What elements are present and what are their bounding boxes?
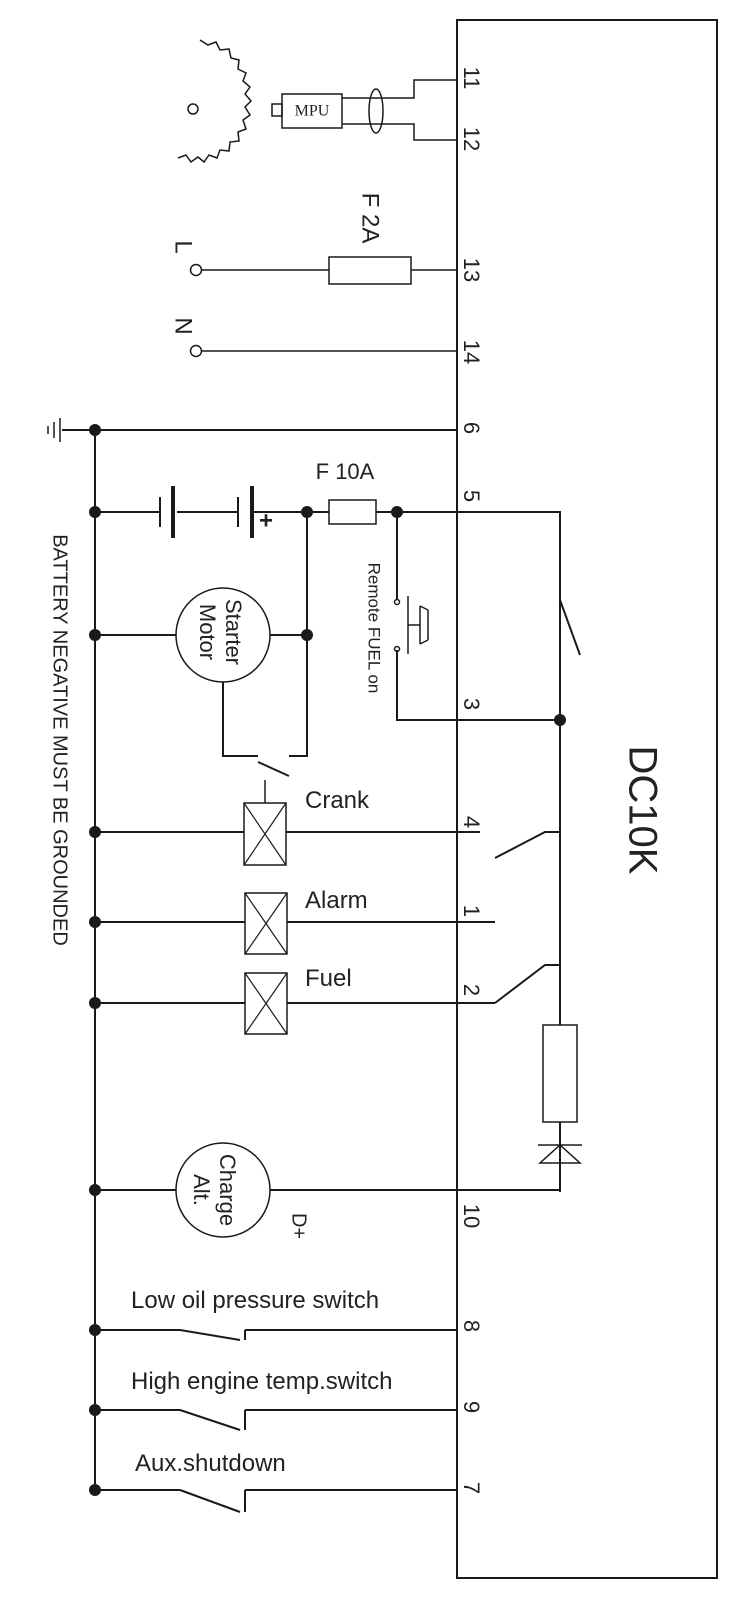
high-temp-label: High engine temp.switch: [131, 1368, 392, 1395]
remote-fuel-wire: [396, 512, 560, 721]
battery-plus-label: +: [259, 507, 273, 534]
charge-alternator-icon: [175, 1142, 271, 1238]
shutdown-inputs: Low oil pressure switch High engine temp…: [95, 1287, 457, 1513]
junction-dot: [89, 506, 101, 518]
remote-fuel-label: Remote FUEL on: [365, 563, 384, 694]
neutral-label: N: [170, 317, 197, 334]
fuse-f2a-icon: [328, 256, 412, 285]
fuse-f10a-label: F 10A: [316, 459, 375, 484]
terminal-labels: 11 12 13 14 6 5 3 4 1 2 10 8 9 7: [459, 67, 484, 1495]
junction-dot: [89, 629, 101, 641]
alarm-label: Alarm: [305, 887, 368, 914]
fuel-output-contact: [494, 964, 560, 1004]
junction-dot: [554, 714, 566, 726]
starter-label-2: Motor: [195, 604, 220, 660]
junction-dot: [89, 1404, 101, 1416]
terminal-13: 13: [459, 258, 484, 282]
relay-outputs: Crank Alarm Fuel: [95, 787, 495, 1035]
junction-dot: [89, 997, 101, 1009]
junction-dot: [391, 506, 403, 518]
internal-wiring: [494, 599, 582, 1192]
starter-section: Starter Motor: [95, 512, 308, 803]
terminal-10: 10: [459, 1204, 484, 1228]
junction-dot: [89, 1484, 101, 1496]
junction-dot: [89, 1324, 101, 1336]
ground-note: BATTERY NEGATIVE MUST BE GROUNDED: [49, 534, 71, 946]
fuel-relay-coil-icon: [244, 972, 288, 1035]
junction-dot: [301, 506, 313, 518]
junction-dot: [89, 916, 101, 928]
alarm-relay-coil-icon: [244, 892, 288, 955]
mpu-wire-12: [342, 123, 457, 141]
charge-alt-section: Charge Alt. D+: [95, 1142, 560, 1239]
battery-icon: [159, 486, 254, 538]
junction-dot: [89, 826, 101, 838]
terminal-14: 14: [459, 340, 484, 364]
low-oil-switch: [179, 1329, 246, 1341]
terminal-11: 11: [459, 67, 484, 90]
ac-input-section: F 2A L N: [170, 193, 457, 358]
terminal-3: 3: [459, 698, 484, 710]
internal-resistor-icon: [542, 1024, 578, 1123]
mpu-wire-11: [342, 79, 457, 99]
terminal-2: 2: [459, 984, 484, 996]
flywheel-hub-icon: [187, 103, 199, 115]
aux-switch: [179, 1489, 246, 1513]
mpu-section: MPU: [177, 39, 457, 164]
terminal-7: 7: [459, 1482, 484, 1494]
aux-label: Aux.shutdown: [135, 1450, 286, 1477]
terminal-12: 12: [459, 127, 484, 151]
flywheel-gear-icon: [177, 39, 253, 164]
charge-label-2: Alt.: [189, 1174, 214, 1206]
controller-name: DC10K: [620, 746, 664, 875]
earth-ground-icon: [47, 418, 61, 442]
starter-label-1: Starter: [221, 599, 246, 665]
terminal-5: 5: [459, 490, 484, 502]
charge-label-1: Charge: [215, 1154, 240, 1226]
mpu-sensor-box: [281, 93, 343, 129]
ground-bus: BATTERY NEGATIVE MUST BE GROUNDED: [47, 418, 457, 1490]
solenoid-contact-wire: [222, 682, 258, 757]
line-label: L: [170, 240, 197, 253]
junction-dot: [89, 1184, 101, 1196]
crank-label: Crank: [305, 787, 370, 814]
mpu-tip: [271, 103, 283, 117]
fuse-f10a-icon: [328, 499, 377, 525]
solenoid-contact-switch: [257, 761, 290, 777]
main-relay-contact: [559, 599, 581, 656]
mpu-label: MPU: [295, 103, 330, 120]
junction-dot: [89, 424, 101, 436]
terminal-9: 9: [459, 1401, 484, 1413]
crank-output-contact: [494, 831, 560, 859]
internal-diode-icon: [538, 1143, 582, 1164]
line-terminal-icon: [189, 263, 203, 277]
terminal-4: 4: [459, 816, 484, 828]
neutral-terminal-icon: [189, 344, 203, 358]
terminal-6: 6: [459, 422, 484, 434]
mpu-shield-icon: [368, 88, 384, 134]
battery-plus-drop: [289, 512, 308, 757]
controller-box: [456, 19, 718, 1579]
terminal-8: 8: [459, 1320, 484, 1332]
high-temp-switch: [179, 1409, 246, 1431]
low-oil-label: Low oil pressure switch: [131, 1287, 379, 1314]
crank-relay-coil-icon: [243, 802, 287, 866]
junction-dots: [89, 424, 566, 1496]
d-plus-label: D+: [288, 1213, 310, 1239]
terminal-1: 1: [459, 905, 484, 917]
pushbutton-icon: [393, 596, 429, 654]
fuse-f2a-label: F 2A: [357, 193, 384, 244]
battery-wire: [95, 511, 561, 655]
battery-section: + F 10A: [95, 459, 561, 655]
fuel-label: Fuel: [305, 965, 352, 992]
junction-dot: [301, 629, 313, 641]
remote-fuel-section: Remote FUEL on: [365, 512, 560, 721]
